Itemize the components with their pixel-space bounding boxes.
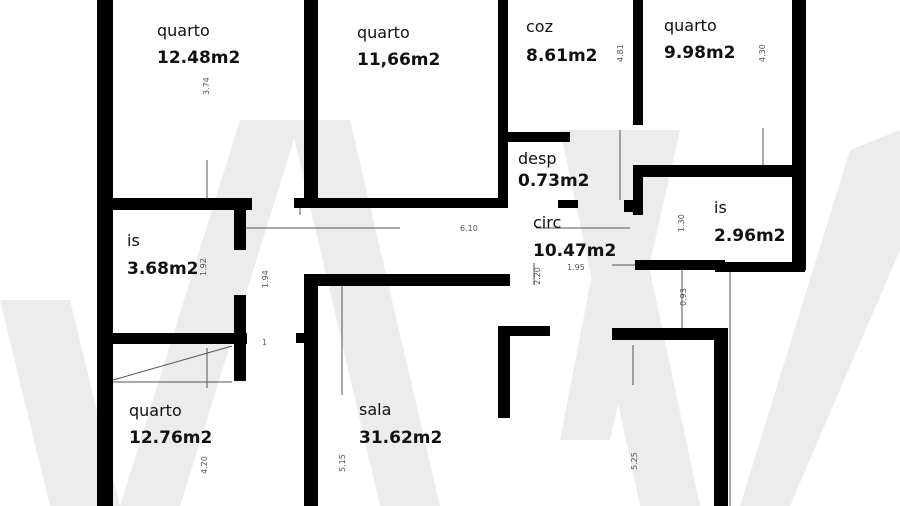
- dim-label: 1.94: [261, 270, 270, 288]
- dim-label: 5.15: [338, 454, 347, 472]
- room-area-quarto-1: 12.48m2: [157, 48, 240, 68]
- wall-right-lower-top: [612, 328, 728, 340]
- wall-desp-bottom: [558, 200, 578, 208]
- wall-is1-right: [234, 198, 246, 250]
- dim-label: 2.20: [533, 267, 542, 285]
- wall-quarto4-top-stub: [296, 333, 308, 343]
- wall-right-lower: [714, 328, 728, 506]
- wall-corridor-top: [294, 198, 508, 208]
- room-area-is-1: 3.68m2: [127, 259, 199, 279]
- dimension-labels: 3.74 4.81 4.30 6.10 1.30 1.92 1.94 2.20 …: [199, 44, 767, 474]
- room-name-quarto-1: quarto: [157, 21, 210, 40]
- wall-quarto4-top: [97, 333, 247, 344]
- room-area-circ: 10.47m2: [533, 241, 616, 261]
- dim-label: 4.20: [200, 456, 209, 474]
- dim-label: 4.81: [616, 44, 625, 62]
- dim-label: 1: [262, 338, 267, 347]
- dim-label: 6.10: [460, 224, 478, 233]
- wall-is-top: [97, 198, 252, 210]
- wall-sala-inner-top: [498, 326, 550, 336]
- wall-is2-left-stub: [624, 200, 636, 212]
- walls: [97, 0, 806, 506]
- wall-is2-top: [643, 165, 803, 177]
- wall-right-top: [792, 0, 806, 270]
- room-name-sala: sala: [359, 400, 391, 419]
- room-area-quarto-3: 9.98m2: [664, 43, 736, 63]
- wall-sala-inner-left: [498, 326, 510, 418]
- room-name-quarto-4: quarto: [129, 401, 182, 420]
- wall-desp-right: [498, 132, 508, 208]
- dim-label: 1.30: [677, 214, 686, 232]
- room-area-sala: 31.62m2: [359, 428, 442, 448]
- dimension-lines: [112, 128, 764, 506]
- room-area-quarto-2: 11,66m2: [357, 50, 440, 70]
- dim-label: 3.74: [202, 77, 211, 95]
- room-area-quarto-4: 12.76m2: [129, 428, 212, 448]
- wall-quarto2-right: [498, 0, 508, 200]
- wall-desp-top: [508, 132, 570, 142]
- dim-label: 5.25: [630, 452, 639, 470]
- wall-sala-top: [304, 274, 510, 286]
- dim-label: 0.93: [679, 288, 688, 306]
- wall-coz-right: [633, 0, 643, 125]
- room-area-coz: 8.61m2: [526, 46, 598, 66]
- wall-is2-bottom-right: [715, 262, 805, 272]
- room-area-is-2: 2.96m2: [714, 226, 786, 246]
- watermark: [0, 120, 900, 506]
- room-name-quarto-2: quarto: [357, 23, 410, 42]
- room-name-is-1: is: [127, 231, 140, 250]
- room-labels: quarto 12.48m2 quarto 11,66m2 coz 8.61m2…: [127, 16, 786, 448]
- wall-top-left-stub: [97, 0, 113, 8]
- wall-is2-bottom: [635, 260, 725, 270]
- wall-quarto1-right: [304, 0, 318, 203]
- wall-sala-left: [304, 274, 318, 506]
- room-area-desp: 0.73m2: [518, 171, 590, 191]
- dim-label: 1.95: [567, 263, 585, 272]
- room-name-coz: coz: [526, 17, 553, 36]
- dim-label: 1.92: [199, 258, 208, 276]
- dim-label: 4.30: [758, 44, 767, 62]
- room-name-desp: desp: [518, 149, 557, 168]
- wall-is2-left-top: [633, 165, 643, 215]
- room-name-circ: circ: [533, 213, 561, 232]
- wall-left: [97, 0, 113, 506]
- room-name-quarto-3: quarto: [664, 16, 717, 35]
- room-name-is-2: is: [714, 198, 727, 217]
